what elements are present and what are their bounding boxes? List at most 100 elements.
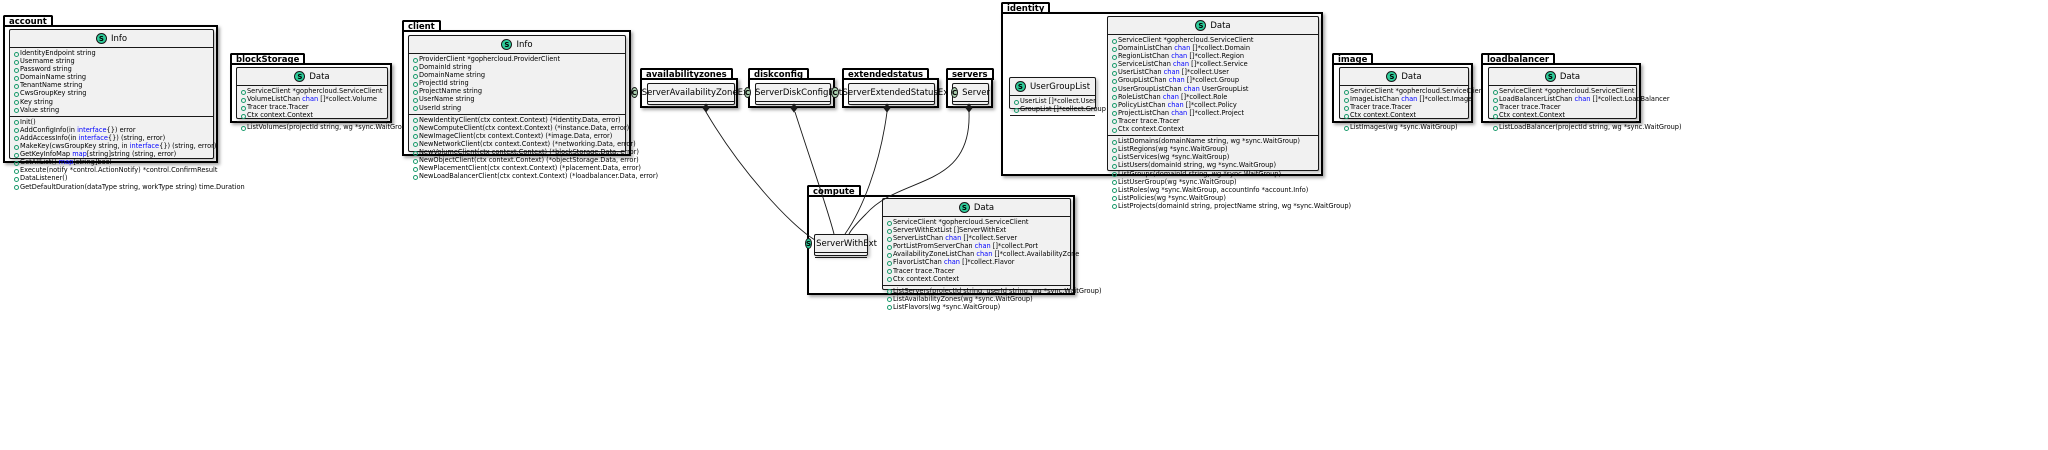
class-method: AddAccessInfo(in interface{}) (string, e… [13,134,210,142]
class-fields: ServiceClient *gophercloud.ServiceClient… [883,217,1079,286]
class-name: Data [309,71,330,82]
class-field: DomainName string [13,73,210,81]
class-methods [815,258,867,262]
class-field: ServerListChan chan []*collect.Server [886,234,1067,242]
class-fields: ServiceClient *gophercloud.ServiceClient… [1489,86,1670,123]
package-label: extendedstatus [842,68,930,80]
class-field: FlavorListChan chan []*collect.Flavor [886,258,1067,266]
class-method: NewImageClient(ctx context.Context) (*im… [412,132,622,140]
class-field: CwsGroupKey string [13,89,210,97]
class-method: DataListener() [13,174,210,182]
class-field: UserListChan chan []*collect.User [1111,68,1315,76]
class-method: Execute(notify *control.ActionNotify) *c… [13,166,217,174]
class-field: IdentityEndpoint string [13,49,210,57]
struct-badge-icon: S [1014,81,1026,92]
keyword: chan [1171,108,1188,117]
class-method: ListLoadBalancer(projectId string, wg *s… [1492,123,1682,131]
struct-badge-icon: S [501,39,513,50]
package-label: loadbalancer [1481,53,1556,65]
class-badge-icon: C [630,87,638,98]
class-field: UserList []*collect.User [1013,97,1096,105]
class-method: NewPlacementClient(ctx context.Context) … [412,164,641,172]
class-method: ListFlavors(wg *sync.WaitGroup) [886,303,1067,311]
class-field: ProjectId string [412,79,622,87]
class-field: PolicyListChan chan []*collect.Policy [1111,101,1315,109]
class-method: GetAllList() map[string]bool [13,158,210,166]
class-field: ServiceListChan chan []*collect.Service [1111,60,1315,68]
keyword: interface [78,133,108,142]
class-method: ListGroups(domainId string, wg *sync.Wai… [1111,170,1315,178]
class-field: LoadBalancerListChan chan []*collect.Loa… [1492,95,1670,103]
keyword: chan [1168,76,1185,85]
class-name: Server [962,87,991,98]
class-field: Value string [13,106,210,114]
class-fields: ProviderClient *gophercloud.ProviderClie… [409,54,625,115]
class-field: Ctx context.Context [1111,125,1315,133]
class-field: GroupList []*collect.Group [1013,105,1106,113]
class-method: ListAvailabilityZones(wg *sync.WaitGroup… [886,295,1067,303]
class-method: ListUsers(domainId string, wg *sync.Wait… [1111,161,1315,169]
class-field: UserName string [412,95,622,103]
package-label: image [1332,53,1374,65]
class-methods [648,107,734,111]
class-name: ServerAvailabilityZoneExt [641,87,752,98]
class-name: Data [1559,71,1581,82]
class-method: NewVolumeClient(ctx context.Context) (*b… [412,148,639,156]
class-name: Info [110,33,128,44]
class-field: ServerWithExtList []ServerWithExt [886,226,1067,234]
keyword: chan [974,242,991,251]
class-methods: NewIdentityClient(ctx context.Context) (… [409,115,658,183]
class-field: DomainName string [412,71,622,79]
link-availabilityzone-to-serverwithext [705,111,816,241]
class-method: ListServices(wg *sync.WaitGroup) [1111,153,1315,161]
keyword: chan [1174,44,1191,53]
class-methods: ListVolumes(projectId string, wg *sync.W… [237,122,413,133]
class-field: ServiceClient *gophercloud.ServiceClient [1492,87,1634,95]
class-method: GetDefaultDuration(dataType string, work… [13,183,245,191]
class-methods [849,107,934,111]
package-label: servers [946,68,994,80]
class-method: ListImages(wg *sync.WaitGroup) [1343,123,1465,131]
class-fields: ServiceClient *gophercloud.ServiceClient… [1108,35,1318,137]
class-field: Ctx context.Context [1492,111,1633,119]
class-fields: ServiceClient *gophercloud.ServiceClient… [1340,86,1485,123]
class-field: RoleListChan chan []*collect.Role [1111,93,1315,101]
class-field: Ctx context.Context [240,111,384,119]
class-field: ServiceClient *gophercloud.ServiceClient [1343,87,1485,95]
class-field: ImageListChan chan []*collect.Image [1343,95,1472,103]
package-label: blockStorage [230,53,306,65]
class-field: UserId string [412,104,622,112]
class-name: ServerWithExt [816,238,877,249]
keyword: chan [302,95,319,104]
package-label: account [3,15,53,27]
package-label: client [402,20,441,32]
class-methods [756,107,830,111]
class-method: ListUserGroup(wg *sync.WaitGroup) [1111,178,1315,186]
class-fields [849,102,934,107]
class-field: UserGroupListChan chan UserGroupList [1111,85,1315,93]
class-method: ListRegions(wg *sync.WaitGroup) [1111,145,1315,153]
class-method: AddConfigInfo(in interface{}) error [13,126,210,134]
